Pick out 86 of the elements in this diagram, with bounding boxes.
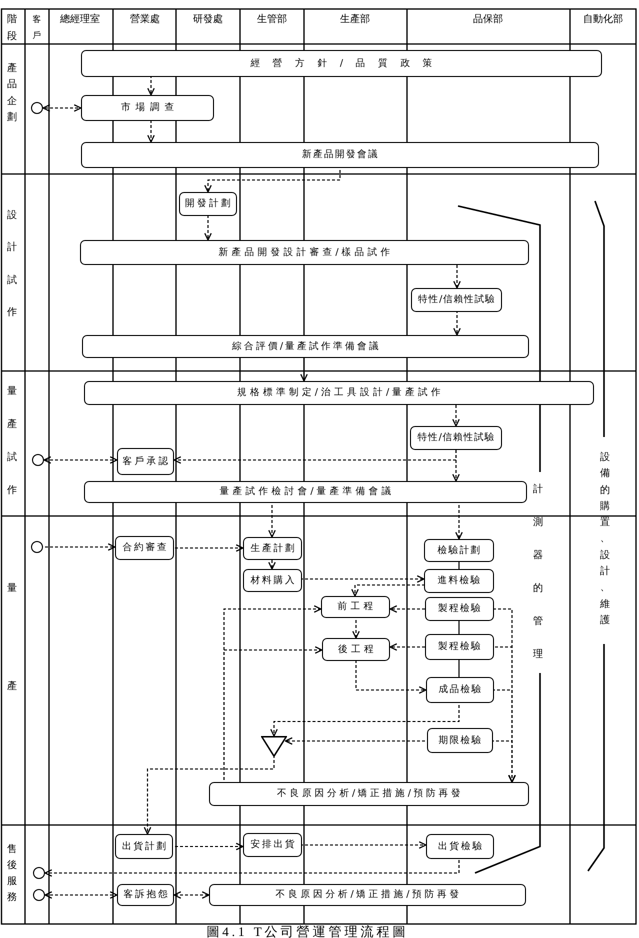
arrow — [389, 605, 425, 613]
process-box: 出貨計劃 — [115, 834, 173, 859]
stage-label: 量產 — [6, 584, 18, 692]
process-box: 綜合評價/量產試作準備會議 — [82, 335, 529, 358]
process-box: 出貨檢驗 — [426, 834, 494, 859]
process-box: 開發計劃 — [179, 192, 237, 216]
process-box: 特性/信賴性試驗 — [411, 288, 502, 312]
arrow — [44, 891, 118, 899]
lane-header: 生產部 — [340, 15, 370, 25]
stage-label: 產品企劃 — [6, 64, 18, 123]
process-box: 製程檢驗 — [425, 597, 494, 621]
process-box: 客戶承認 — [117, 448, 174, 475]
arrow — [144, 757, 275, 835]
triangle-symbol — [261, 736, 287, 757]
lane-header: 階段 — [6, 15, 18, 42]
terminal-circle — [32, 454, 44, 466]
process-box: 生產計劃 — [243, 537, 302, 560]
lane-header: 自動化部 — [583, 15, 623, 25]
process-box: 量產試作檢討會/量產準備會議 — [84, 481, 527, 503]
arrow — [223, 646, 323, 782]
lane-header: 研發處 — [193, 15, 223, 25]
arrow — [268, 560, 276, 570]
caption: 圖4.1 T公司營運管理流程圖 — [205, 925, 409, 938]
arrow — [352, 618, 360, 639]
lane-header: 營業處 — [130, 15, 160, 25]
arrow — [300, 358, 308, 382]
lane-header: 客戶 — [32, 16, 42, 40]
stage-label: 售後服務 — [6, 845, 18, 903]
process-box: 檢驗計劃 — [424, 539, 494, 562]
arrow — [173, 842, 244, 850]
process-box: 經營方針/品質政策 — [81, 50, 602, 77]
process-box: 成品檢驗 — [426, 677, 494, 703]
arrow — [268, 503, 276, 538]
process-box: 不良原因分析/矯正措施/預防再發 — [209, 884, 526, 906]
process-box: 進料檢驗 — [424, 569, 494, 593]
process-box: 市場調查 — [81, 95, 214, 121]
process-box: 前工程 — [321, 596, 390, 618]
arrow — [44, 859, 460, 877]
lane-header: 生管部 — [257, 15, 287, 25]
process-box: 期限檢驗 — [427, 728, 493, 753]
arrow — [173, 450, 457, 464]
connector-line — [458, 562, 460, 569]
arrow — [43, 543, 116, 551]
arrow — [42, 104, 82, 112]
bracket-label: 設備的購置、設計、維護 — [599, 453, 611, 626]
process-box: 新產品開發設計審查/樣品試作 — [80, 240, 529, 265]
arrow — [43, 456, 118, 464]
arrow — [453, 312, 461, 336]
connector-line — [458, 660, 460, 677]
process-box: 規格標準制定/治工具設計/量產試作 — [84, 381, 594, 405]
arrow — [174, 544, 244, 552]
arrow — [173, 891, 210, 899]
process-box: 後工程 — [322, 638, 390, 661]
process-box: 新產品開發會議 — [81, 142, 599, 168]
terminal-circle — [33, 889, 45, 901]
lane-header: 總經理室 — [60, 15, 100, 25]
arrow — [351, 584, 424, 597]
arrow — [455, 503, 463, 540]
arrow — [453, 265, 461, 289]
stage-label: 量產試作 — [6, 387, 18, 496]
arrow — [284, 737, 427, 745]
arrow — [270, 703, 460, 737]
lane-header: 品保部 — [473, 15, 503, 25]
arrow — [302, 841, 427, 849]
arrow — [452, 405, 460, 427]
arrow — [493, 740, 516, 783]
arrow — [147, 121, 155, 143]
process-box: 合約審查 — [115, 536, 174, 560]
process-box: 安排出貨 — [243, 833, 302, 857]
stage-label: 設計試作 — [6, 211, 18, 318]
arrow — [302, 575, 425, 583]
process-box: 製程檢驗 — [425, 634, 494, 660]
arrow — [389, 643, 425, 651]
process-box: 材料購入 — [243, 569, 302, 592]
terminal-circle — [33, 867, 45, 879]
terminal-circle — [31, 541, 43, 553]
process-box: 特性/信賴性試驗 — [410, 426, 502, 450]
arrow — [355, 661, 427, 694]
process-box: 不良原因分析/矯正措施/預防再發 — [209, 782, 529, 806]
arrow — [147, 77, 155, 96]
arrow — [204, 168, 341, 193]
bracket-label: 計測器的管理 — [532, 485, 544, 660]
terminal-circle — [31, 102, 43, 114]
process-box: 客訴抱怨 — [117, 884, 174, 906]
arrow — [204, 216, 212, 241]
connector-line — [458, 621, 460, 634]
